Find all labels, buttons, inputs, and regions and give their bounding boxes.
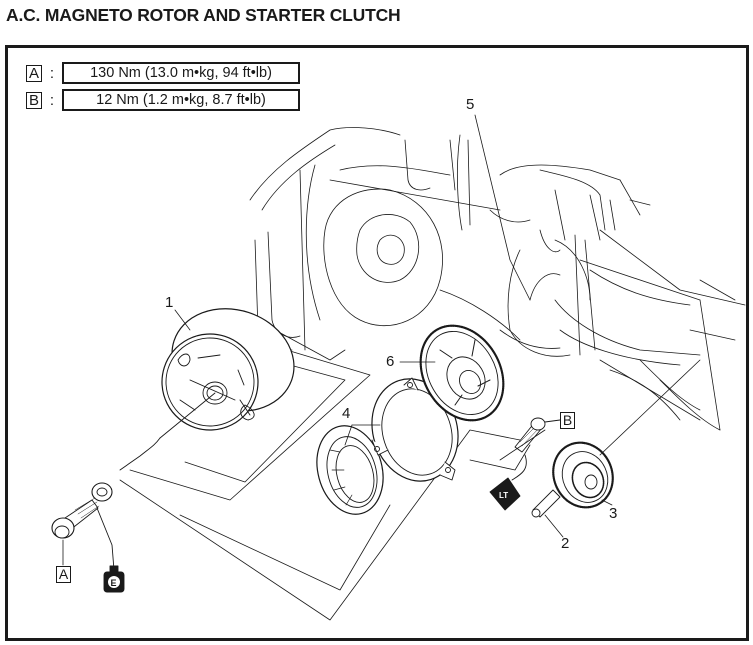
- leader-lines: [62, 114, 701, 566]
- fastener-key-b: B: [560, 412, 575, 429]
- torque-key-a: A: [26, 64, 42, 82]
- idle-gear-shaft: [531, 489, 561, 518]
- engine-background: [249, 127, 746, 431]
- torque-spec-a: A : 130 Nm (13.0 m•kg, 94 ft•lb): [26, 62, 300, 84]
- torque-value-a: 130 Nm (13.0 m•kg, 94 ft•lb): [62, 62, 300, 84]
- clutch-housing: [371, 377, 459, 482]
- e-symbol-label: E: [111, 578, 117, 588]
- callout-part-5: 5: [466, 96, 475, 113]
- fastener-key-a: A: [56, 566, 71, 583]
- torque-value-b: 12 Nm (1.2 m•kg, 8.7 ft•lb): [62, 89, 300, 111]
- clutch-bolt: [514, 417, 561, 453]
- callout-part-2: 2: [561, 535, 570, 552]
- leader-line: [159, 392, 216, 439]
- diagram-frame: [5, 45, 749, 641]
- torque-separator: :: [49, 64, 55, 82]
- torque-separator: :: [49, 91, 55, 109]
- key-wire: [119, 437, 161, 471]
- callout-part-4: 4: [342, 405, 351, 422]
- torque-key-b: B: [26, 91, 42, 109]
- washer: [91, 482, 113, 502]
- starter-clutch: [316, 425, 384, 515]
- callout-part-6: 6: [386, 353, 395, 370]
- rotor-bolt: [51, 497, 100, 539]
- locking-agent-symbol: LT: [489, 454, 527, 511]
- callout-part-3: 3: [609, 505, 618, 522]
- assembly-plane-outline: [119, 344, 531, 621]
- magneto-rotor: [161, 308, 295, 431]
- page-title: A.C. MAGNETO ROTOR AND STARTER CLUTCH: [6, 5, 401, 25]
- starter-wheel-gear: [419, 324, 505, 422]
- lt-symbol-label: LT: [499, 491, 508, 500]
- torque-spec-b: B : 12 Nm (1.2 m•kg, 8.7 ft•lb): [26, 89, 300, 111]
- engine-oil-symbol: E: [96, 507, 125, 593]
- callout-part-1: 1: [165, 294, 174, 311]
- idle-gear: [552, 441, 614, 509]
